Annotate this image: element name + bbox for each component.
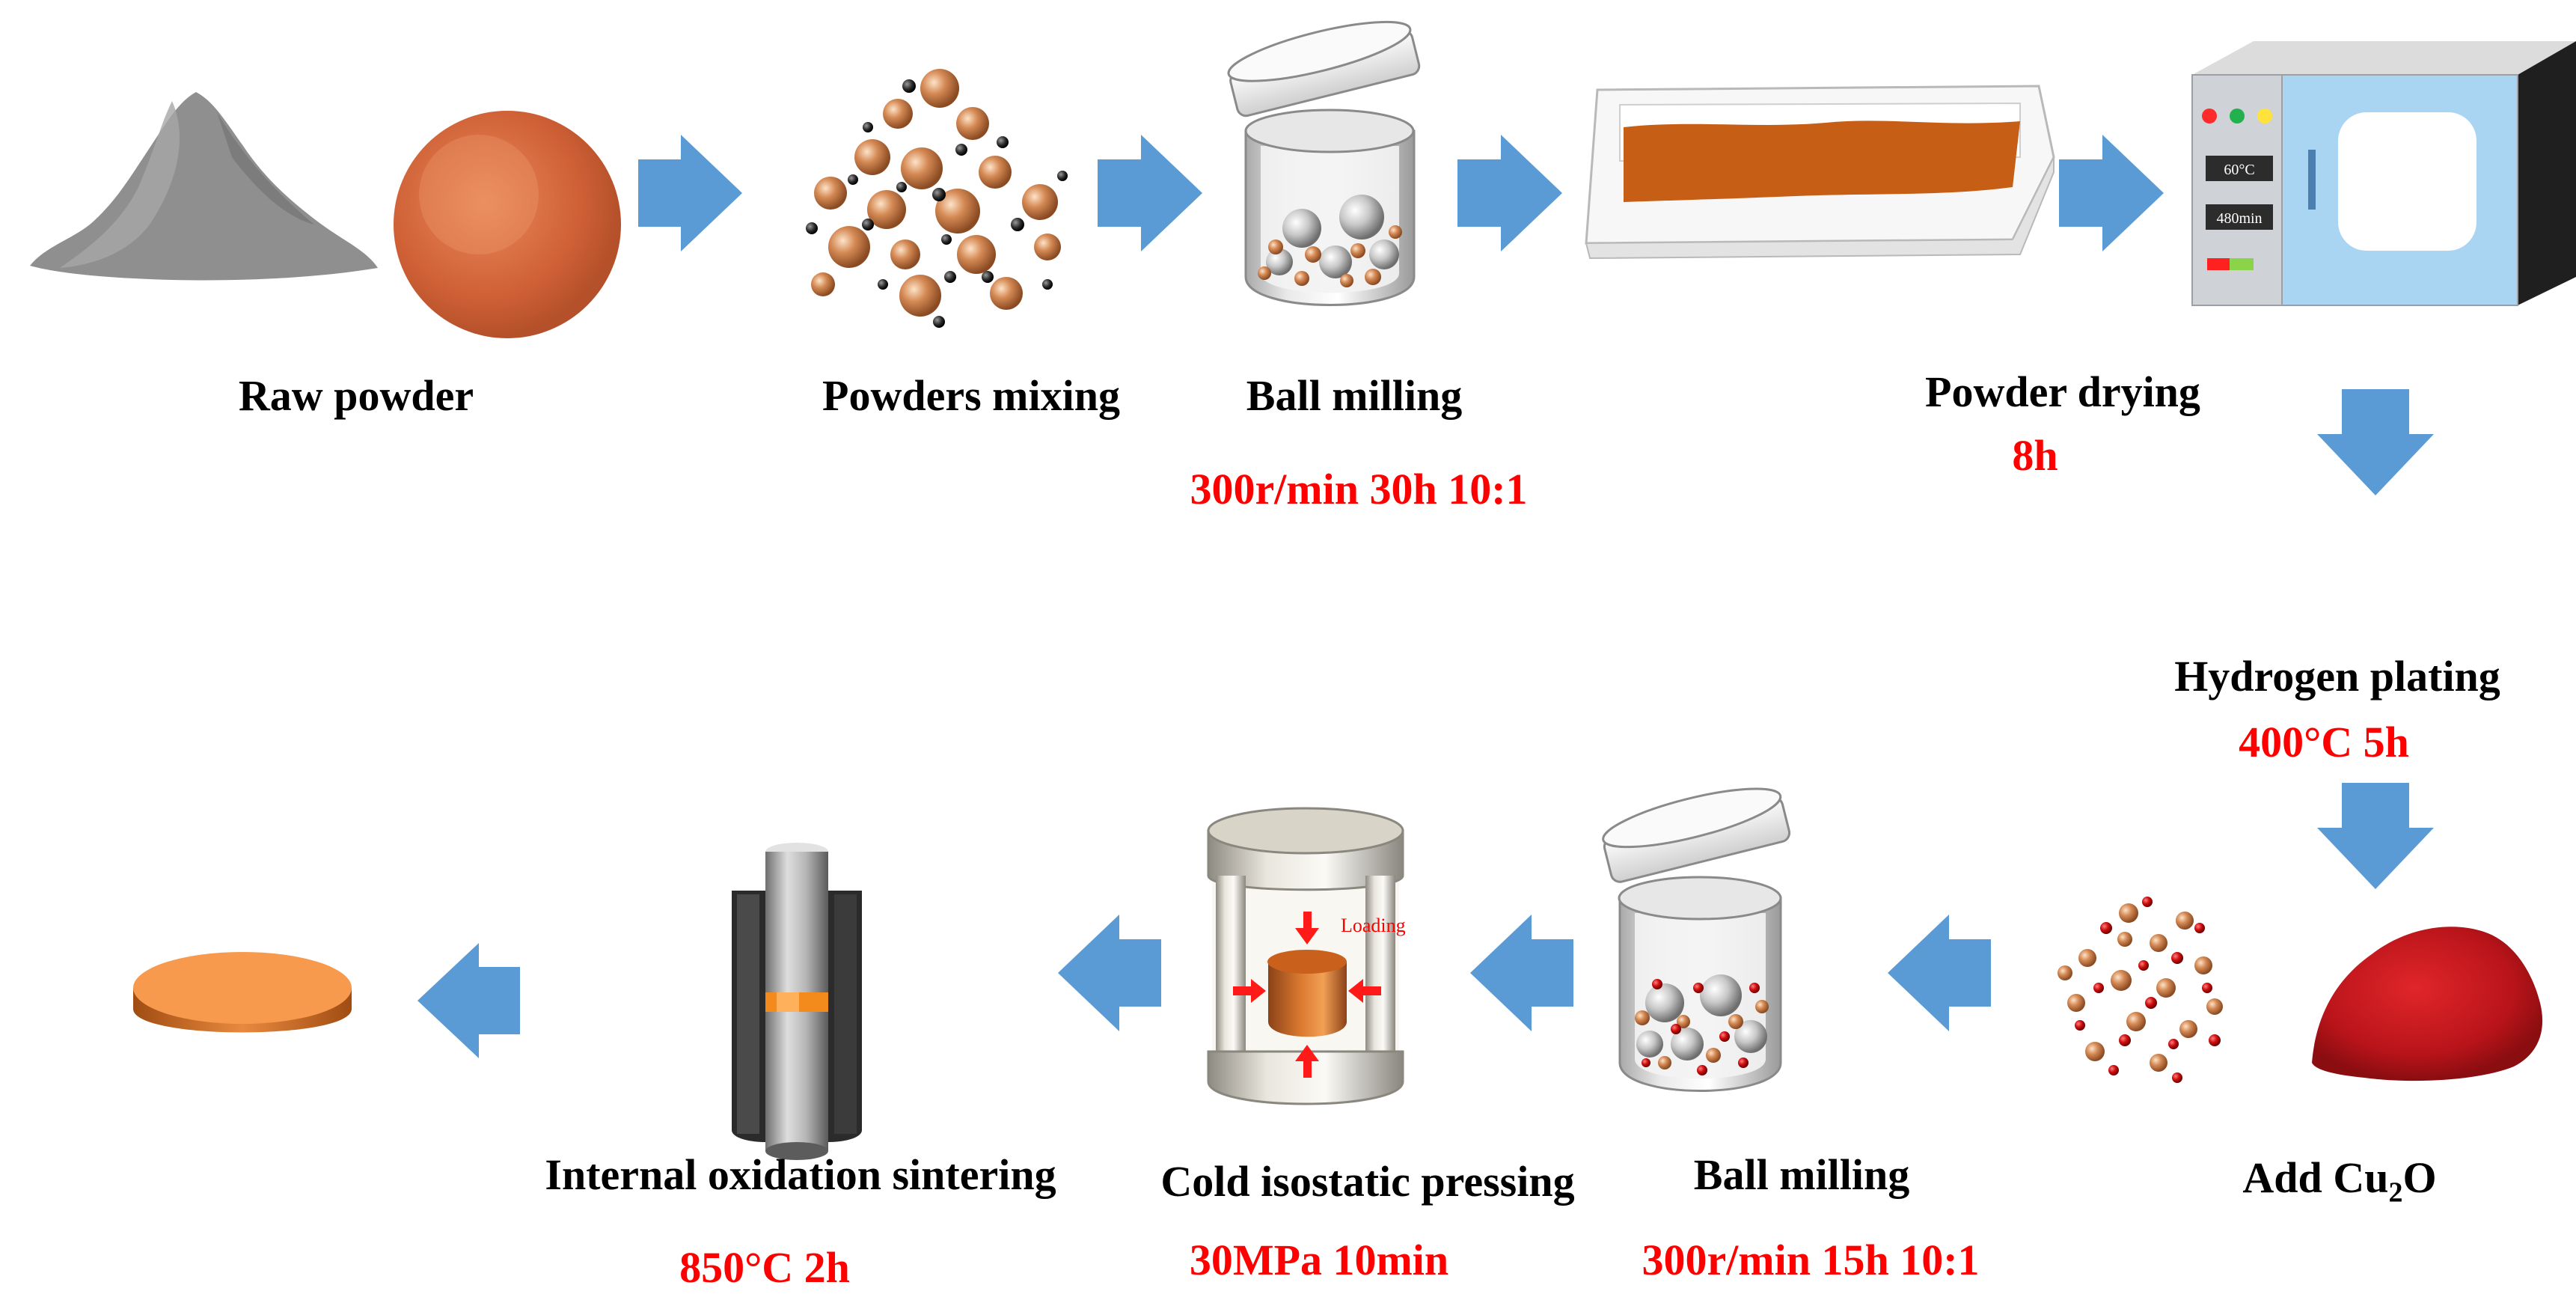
- oven-green-light: [2230, 109, 2245, 123]
- powders-mixing-illustration: [806, 69, 1068, 328]
- arrow-right-4: [2059, 135, 2164, 251]
- cu2o-powder-pile: [2312, 927, 2543, 1081]
- oven-time-text: 480min: [2216, 210, 2262, 227]
- ball-milling-2-label: Ball milling: [1693, 1150, 1910, 1199]
- drying-oven: 60°C 480min: [2191, 41, 2576, 306]
- ball-milling-1-label: Ball milling: [1246, 371, 1463, 420]
- arrow-down-2: [2317, 783, 2434, 889]
- powders-mixing-label: Powders mixing: [822, 371, 1120, 420]
- ball-milling-1-params: 300r/min 30h 10:1: [1190, 465, 1528, 513]
- powder-drying-label: Powder drying: [1925, 367, 2200, 416]
- hydrogen-plating-params: 400°C 5h: [2239, 718, 2409, 766]
- arrow-down-1: [2317, 389, 2434, 495]
- oven-red-light: [2202, 109, 2217, 123]
- arrow-left-4: [417, 943, 520, 1058]
- ball-milling-jar-1: [1227, 20, 1421, 306]
- pressure-arrows: [1233, 912, 1381, 1078]
- jar-lid: [1227, 20, 1421, 118]
- raw-powder-illustration: [30, 92, 621, 338]
- final-sample-disk: [133, 952, 352, 1033]
- cold-isostatic-press: Loading: [1207, 807, 1406, 1105]
- oven-yellow-light: [2257, 109, 2272, 123]
- add-cu2o-label: Add Cu2O: [2242, 1153, 2437, 1209]
- raw-powder-label: Raw powder: [238, 371, 474, 420]
- arrow-right-2: [1098, 135, 1202, 251]
- internal-oxidation-sintering-label: Internal oxidation sintering: [545, 1150, 1056, 1199]
- drying-tray: [1585, 85, 2055, 260]
- arrow-right-3: [1457, 135, 1562, 251]
- sintering-mold: [732, 843, 862, 1160]
- arrow-left-3: [1058, 915, 1161, 1031]
- arrow-right-1: [638, 135, 742, 251]
- jar-lid: [1602, 787, 1791, 883]
- ball-milling-2-params: 300r/min 15h 10:1: [1642, 1236, 1980, 1284]
- internal-oxidation-sintering-params: 850°C 2h: [679, 1243, 850, 1292]
- loading-label: Loading: [1341, 915, 1406, 936]
- cold-isostatic-pressing-label: Cold isostatic pressing: [1160, 1157, 1575, 1206]
- cold-isostatic-pressing-params: 30MPa 10min: [1189, 1236, 1449, 1284]
- flow-arrows: [417, 135, 2434, 1058]
- oven-temp-display: [2206, 156, 2273, 181]
- arrow-left-2: [1470, 915, 1573, 1031]
- arrow-left-1: [1888, 915, 1991, 1031]
- oven-temp-text: 60°C: [2224, 162, 2254, 178]
- copper-powder-pile: [394, 111, 621, 338]
- cu2o-mixture-illustration: [2058, 897, 2543, 1083]
- ball-milling-jar-2: [1602, 787, 1791, 1092]
- powder-drying-params: 8h: [2012, 431, 2058, 480]
- hydrogen-plating-label: Hydrogen plating: [2174, 652, 2500, 701]
- oven-time-display: [2206, 204, 2273, 230]
